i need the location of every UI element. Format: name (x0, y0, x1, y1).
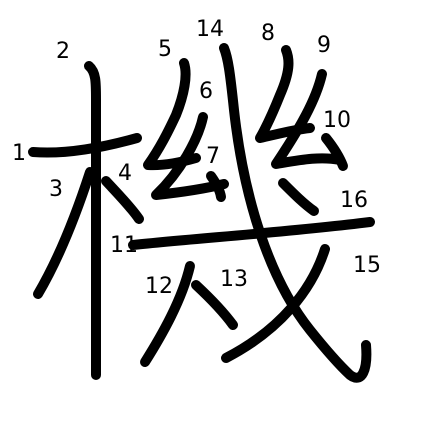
stroke-number-3: 3 (49, 177, 63, 202)
stroke-number-6: 6 (199, 79, 213, 104)
stroke-number-11: 11 (110, 233, 138, 258)
stroke-number-2: 2 (56, 39, 70, 64)
character-strokes (28, 43, 375, 383)
stroke-4 (101, 176, 144, 224)
stroke-1 (28, 133, 142, 158)
stroke-number-12: 12 (145, 274, 173, 299)
stroke-number-labels: 1 2 3 4 5 6 7 8 9 10 11 12 13 14 15 16 (12, 17, 381, 299)
stroke-10 (321, 133, 348, 171)
stroke-9 (271, 69, 345, 169)
stroke-13 (191, 280, 238, 330)
stroke-15 (221, 244, 330, 363)
stroke-5 (143, 58, 201, 171)
stroke-number-7: 7 (206, 144, 220, 169)
stroke-number-16: 16 (340, 188, 368, 213)
stroke-16 (278, 178, 319, 216)
stroke-6 (151, 112, 229, 200)
stroke-number-8: 8 (261, 21, 275, 46)
stroke-number-4: 4 (118, 161, 132, 186)
stroke-number-10: 10 (323, 108, 351, 133)
stroke-11 (128, 217, 375, 250)
stroke-2 (84, 61, 101, 380)
stroke-7 (206, 171, 226, 202)
stroke-number-14: 14 (196, 17, 224, 42)
stroke-number-13: 13 (220, 267, 248, 292)
stroke-number-5: 5 (158, 37, 172, 62)
stroke-number-9: 9 (317, 33, 331, 58)
stroke-number-15: 15 (353, 253, 381, 278)
stroke-number-1: 1 (12, 141, 26, 166)
stroke-8 (255, 45, 315, 143)
stroke-14 (219, 43, 372, 383)
stroke-12 (140, 261, 195, 367)
stroke-3 (33, 167, 95, 299)
